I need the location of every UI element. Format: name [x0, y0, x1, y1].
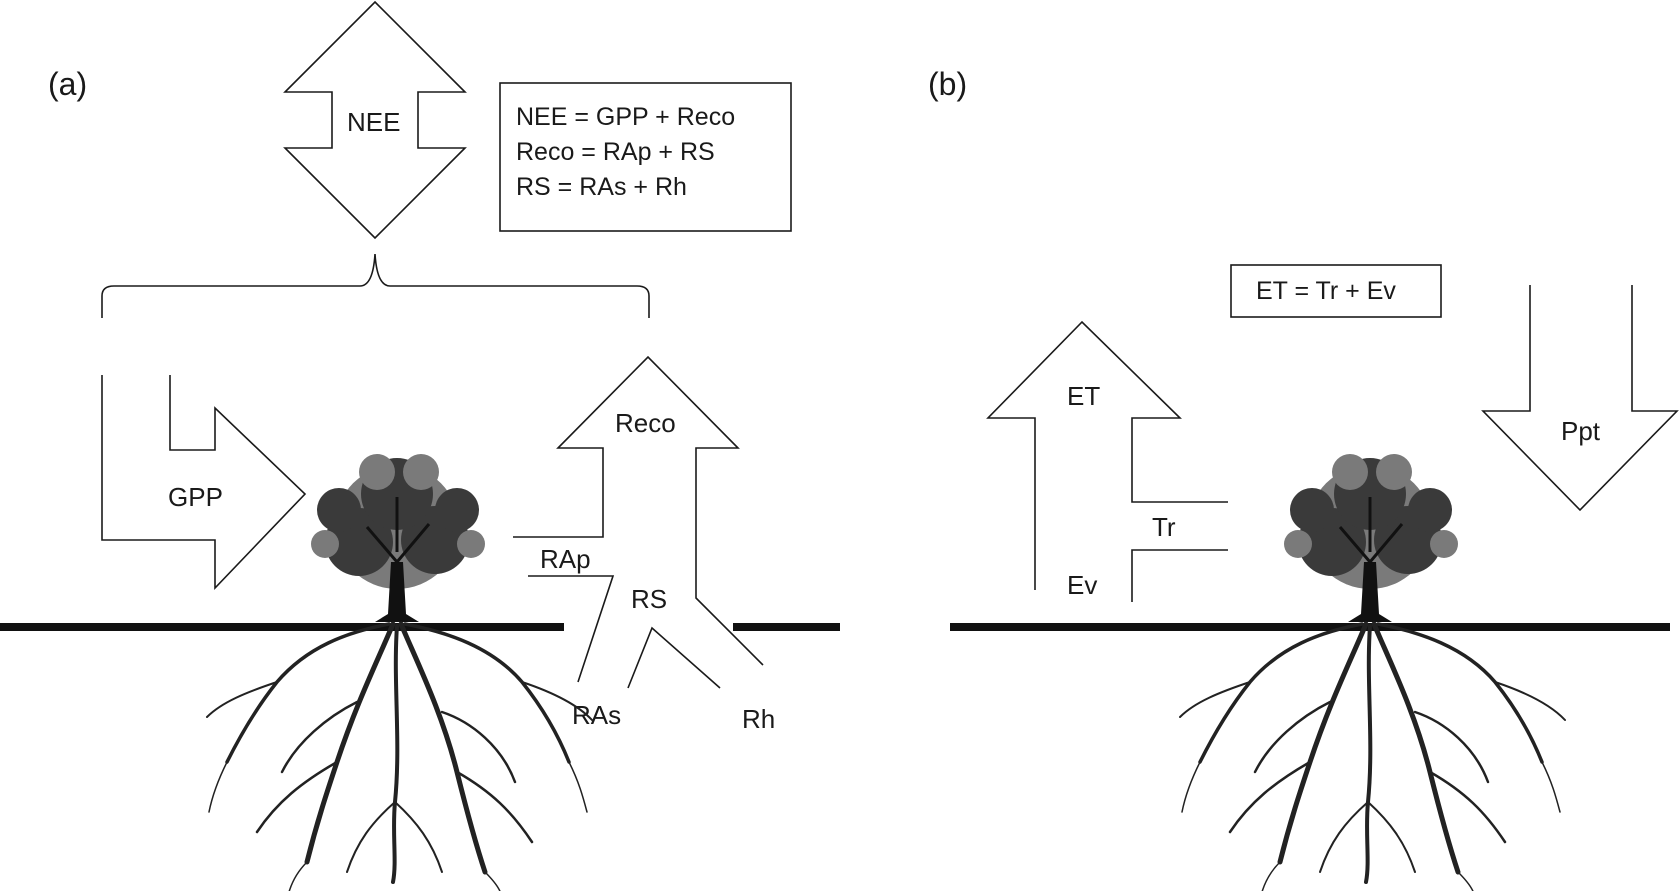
ground-line-a-right — [733, 623, 840, 631]
ground-line-b — [950, 623, 1670, 631]
ground-line-a-left — [0, 623, 564, 631]
nee-double-arrow — [283, 0, 467, 240]
equation-rs: RS = RAs + Rh — [516, 173, 687, 201]
reco-label: Reco — [615, 408, 676, 438]
rap-label: RAp — [540, 544, 591, 574]
equation-nee: NEE = GPP + Reco — [516, 103, 735, 131]
tree-illustration-b — [1180, 454, 1565, 891]
rs-label: RS — [631, 584, 667, 614]
ras-label: RAs — [572, 700, 621, 730]
et-label: ET — [1067, 381, 1100, 411]
ppt-arrow — [1481, 285, 1679, 512]
reco-arrow — [513, 355, 764, 666]
panel-b-label: (b) — [928, 66, 967, 102]
equations-box-a — [499, 82, 792, 232]
ras-rh-split — [627, 626, 721, 689]
et-arrow — [986, 320, 1228, 590]
gpp-label: GPP — [168, 482, 223, 512]
equation-reco: Reco = RAp + RS — [516, 138, 715, 166]
rap-lower-line — [528, 575, 615, 683]
tr-label: Tr — [1152, 512, 1176, 542]
gpp-arrow — [101, 375, 307, 590]
sum-brace — [101, 253, 650, 318]
ppt-label: Ppt — [1561, 416, 1601, 446]
equation-et: ET = Tr + Ev — [1256, 277, 1396, 305]
panel-a-label: (a) — [48, 66, 87, 102]
tr-channel-lower — [1131, 549, 1228, 602]
rh-label: Rh — [742, 704, 775, 734]
ev-label: Ev — [1067, 570, 1097, 600]
equation-box-b — [1230, 264, 1442, 318]
nee-label: NEE — [347, 107, 400, 137]
